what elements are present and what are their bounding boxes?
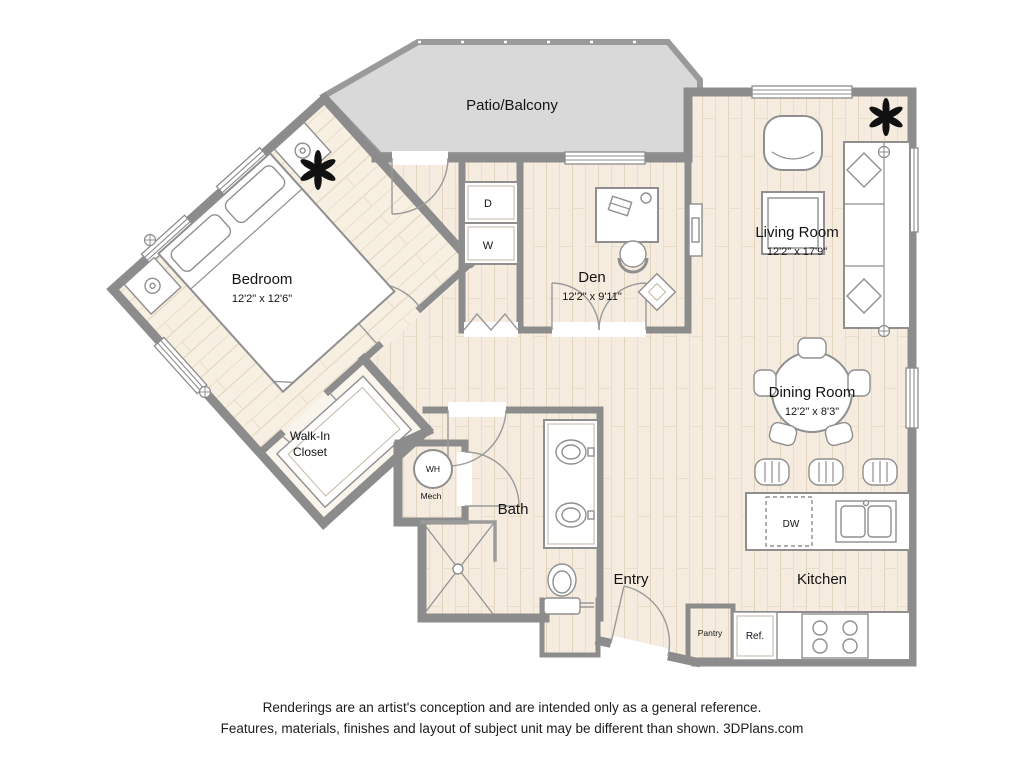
shower [423, 523, 494, 615]
kitchen-island: DW [745, 492, 911, 551]
dining-room-label: Dining Room [769, 384, 856, 401]
toilet [543, 563, 581, 615]
kitchen-label: Kitchen [797, 571, 847, 588]
bed [157, 151, 396, 394]
throw-pillow [846, 278, 882, 314]
dishwasher-outline [765, 496, 813, 547]
den-door-arc [551, 282, 600, 331]
refrigerator-label: Ref. [746, 631, 764, 642]
dining-chair [753, 369, 777, 397]
shower-walls [420, 520, 497, 562]
sofa-sectional [843, 141, 911, 329]
patio-label: Patio/Balcony [466, 97, 558, 114]
faucet [587, 510, 595, 520]
wall-sconce-icon [198, 385, 212, 399]
walk-in-closet-label-line1: Walk-In [290, 429, 330, 443]
door-openings [391, 151, 671, 664]
tv-console [688, 203, 703, 257]
wall-sconce-icon [877, 145, 891, 159]
closet-rug [275, 375, 413, 509]
bedroom-wall-sw [106, 283, 330, 530]
bedroom-wall-ne [318, 92, 479, 269]
dining-room-window [905, 367, 919, 429]
dining-chair [768, 421, 798, 447]
kitchen-counter: Ref. [732, 611, 911, 661]
desk [595, 187, 659, 243]
vanity [543, 419, 599, 549]
wall-sconce-icon [143, 233, 157, 247]
wall-sconce-icon [877, 324, 891, 338]
walk-in-closet-label-line2: Closet [293, 445, 328, 459]
bedroom-label: Bedroom [232, 271, 293, 288]
bedroom-window [215, 146, 270, 198]
entry-closet-walls [539, 597, 601, 658]
bedroom-dims: 12'2" x 12'6" [232, 293, 292, 305]
water-heater [413, 449, 453, 489]
kitchen: DW Ref. [698, 458, 911, 661]
living-room-label: Living Room [755, 224, 838, 241]
dryer-label: D [484, 198, 492, 210]
laundry-bifold-doors [463, 312, 519, 332]
throw-pillow [846, 152, 882, 188]
mech-door-arc [464, 451, 520, 507]
laundry-closet: D W [463, 181, 519, 265]
bar-stool [754, 458, 790, 486]
dining-room-dims: 12'2" x 8'3" [785, 406, 839, 418]
laptop [607, 195, 633, 217]
pillow [224, 165, 286, 224]
dining-chair [847, 369, 871, 397]
closet-wall-e [357, 352, 434, 437]
living-room: Living Room 12'2" x 17'9" [688, 115, 911, 329]
bedroom-window [153, 336, 208, 395]
footer-disclaimer-line1: Renderings are an artist's conception an… [263, 700, 762, 715]
island-sink [835, 499, 897, 543]
dryer: D [463, 181, 519, 224]
dishwasher-label: DW [783, 519, 800, 530]
shower-drain [452, 563, 464, 575]
bathroom: WH Mech Bath [413, 419, 599, 615]
faucet [587, 447, 595, 457]
dining-chair [797, 337, 827, 359]
den-window [564, 151, 646, 165]
coffee-table [761, 191, 825, 255]
dining-chair [824, 421, 854, 447]
washer: W [463, 222, 519, 265]
living-room-window [751, 85, 853, 99]
refrigerator [732, 611, 778, 661]
entry-label: Entry [613, 571, 649, 588]
accent-table [637, 272, 677, 312]
bedroom-wing [106, 92, 479, 530]
water-heater-label: WH [426, 464, 440, 474]
cooktop [801, 613, 869, 659]
entry-door-arc [610, 585, 671, 657]
nightstand [123, 256, 182, 316]
bath-label: Bath [498, 501, 529, 518]
washer-label: W [483, 240, 494, 252]
living-room-dims: 12'2" x 17'9" [767, 246, 827, 258]
patio-door-arc [391, 157, 449, 215]
den-label: Den [578, 269, 606, 286]
footer-disclaimer-line2: Features, materials, finishes and layout… [221, 721, 804, 736]
pantry-label: Pantry [698, 628, 723, 638]
desk-lamp [640, 192, 652, 204]
pillow [170, 214, 232, 272]
mech-label: Mech [421, 491, 442, 501]
armchair [763, 115, 823, 171]
den-dims: 12'2" x 9'11" [562, 291, 622, 303]
mech-closet: WH Mech [413, 449, 453, 501]
den: Den 12'2" x 9'11" [562, 187, 677, 312]
desk-chair [617, 240, 649, 274]
bar-stool [862, 458, 898, 486]
dining-room: Dining Room 12'2" x 8'3" [753, 337, 871, 447]
bar-stool [808, 458, 844, 486]
